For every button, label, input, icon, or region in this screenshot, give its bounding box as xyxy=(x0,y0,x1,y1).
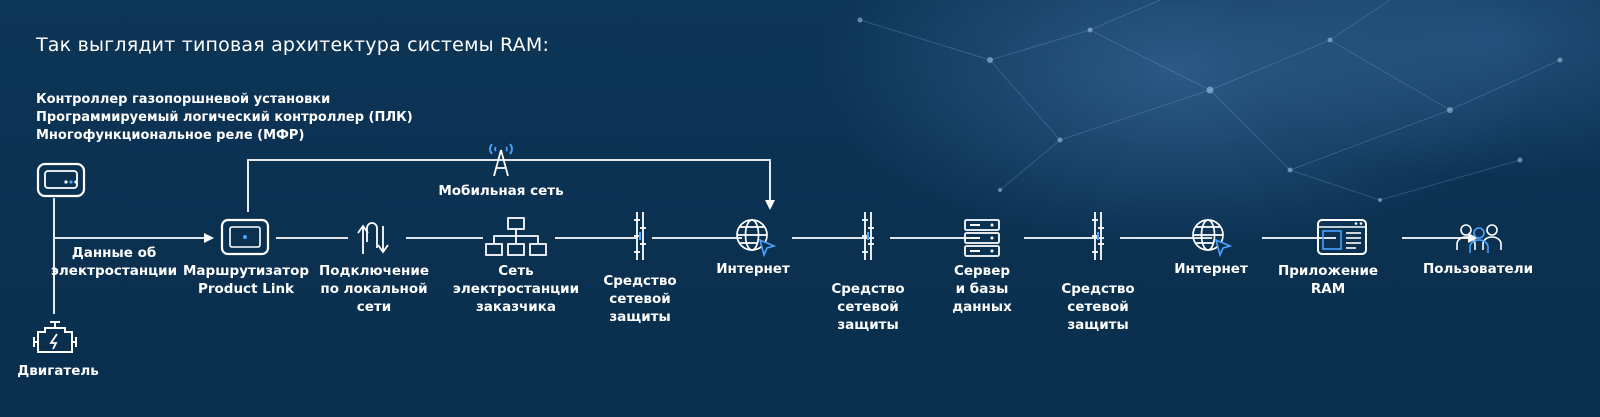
controller-device-icon xyxy=(36,162,86,198)
firewall-icon xyxy=(1092,212,1104,260)
antenna-icon xyxy=(489,143,513,177)
app-window-icon xyxy=(1317,219,1367,255)
node-label-users: Пользователи xyxy=(1422,261,1534,277)
node-label-firewall-2: Средство сетевой защиты xyxy=(831,281,905,333)
controller-line-1: Контроллер газопоршневой установки xyxy=(36,92,331,107)
firewall-icon xyxy=(634,212,646,260)
globe-cursor-icon xyxy=(736,219,777,258)
globe-cursor-icon xyxy=(1192,219,1233,258)
node-label-firewall-1: Средство сетевой защиты xyxy=(603,273,677,325)
data-label: Данные об электростанции xyxy=(50,245,178,279)
node-label-firewall-3: Средство сетевой защиты xyxy=(1061,281,1135,333)
lan-connection-icon xyxy=(357,222,389,254)
node-label-server: Сервер и базы данных xyxy=(952,263,1012,315)
node-label-internet-2: Интернет xyxy=(1174,261,1248,277)
node-label-router: Маршрутизатор Product Link xyxy=(182,263,310,297)
server-icon xyxy=(964,219,1000,257)
mobile-link xyxy=(247,159,775,212)
controller-line-2: Программируемый логический контроллер (П… xyxy=(36,110,413,125)
controller-line-3: Многофункциональное реле (МФР) xyxy=(36,128,305,143)
page-title: Так выглядит типовая архитектура системы… xyxy=(36,34,550,56)
mobile-network-label: Мобильная сеть xyxy=(438,183,564,199)
network-tree-icon xyxy=(485,217,547,256)
node-label-customer-network: Сеть электростанции заказчика xyxy=(452,263,580,315)
engine-icon xyxy=(33,321,77,353)
node-label-app: Приложение RAM xyxy=(1277,263,1379,297)
users-icon xyxy=(1456,224,1502,253)
node-label-internet-1: Интернет xyxy=(716,261,790,277)
node-label-lan: Подключение по локальной сети xyxy=(318,263,430,315)
engine-label: Двигатель xyxy=(17,363,99,379)
firewall-icon xyxy=(862,212,874,260)
router-icon xyxy=(220,218,270,256)
